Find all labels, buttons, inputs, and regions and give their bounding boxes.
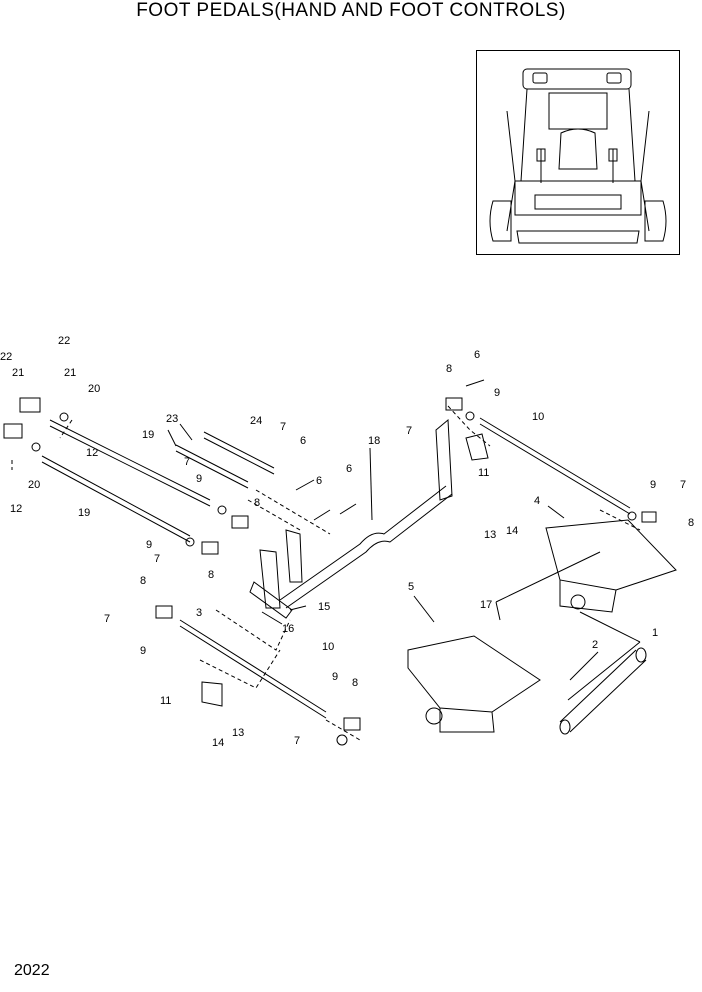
callout-8: 8	[688, 517, 694, 529]
callout-1: 1	[652, 627, 658, 639]
rod-lower-left	[41, 455, 191, 543]
callout-17: 17	[480, 599, 492, 611]
callout-7: 7	[280, 421, 286, 433]
rod-upper-right	[479, 417, 631, 515]
shaft-bracket	[435, 418, 453, 501]
callout-4: 4	[534, 495, 540, 507]
callout-21: 21	[64, 367, 76, 379]
callout-6: 6	[346, 463, 352, 475]
callout-20: 20	[28, 479, 40, 491]
bellcrank	[259, 549, 281, 609]
callout-18: 18	[368, 435, 380, 447]
clevis	[155, 605, 173, 619]
callout-6: 6	[474, 349, 480, 361]
callout-22: 22	[0, 351, 12, 363]
callout-13: 13	[232, 727, 244, 739]
callout-8: 8	[140, 575, 146, 587]
callout-6: 6	[316, 475, 322, 487]
foot-pedal-right	[545, 519, 677, 591]
callout-9: 9	[140, 645, 146, 657]
skid-steer-loader-icon	[489, 68, 667, 244]
pivot-plate	[465, 433, 489, 461]
callout-15: 15	[318, 601, 330, 613]
gas-spring	[203, 431, 275, 475]
callout-9: 9	[146, 539, 152, 551]
callout-7: 7	[154, 553, 160, 565]
clevis	[343, 717, 361, 731]
callout-8: 8	[254, 497, 260, 509]
page-title: FOOT PEDALS(HAND AND FOOT CONTROLS)	[136, 0, 566, 21]
callout-2: 2	[592, 639, 598, 651]
callout-14: 14	[212, 737, 224, 749]
callout-23: 23	[166, 413, 178, 425]
callout-20: 20	[88, 383, 100, 395]
nut	[31, 442, 41, 452]
gas-spring	[175, 444, 249, 489]
callout-19: 19	[78, 507, 90, 519]
clevis	[201, 541, 219, 555]
clevis	[231, 515, 249, 529]
nut	[59, 412, 69, 422]
page-number: 2022	[14, 962, 50, 979]
bolt	[295, 379, 485, 521]
foot-pedals-exploded-diagram: 1 2 3 4 5 6 6 6 6 7 7 7 7 7 7 7 8 8 8 8 …	[0, 320, 702, 770]
callout-14: 14	[506, 525, 518, 537]
callout-7: 7	[406, 425, 412, 437]
callout-24: 24	[250, 415, 262, 427]
callout-11: 11	[160, 695, 171, 707]
callout-13: 13	[484, 529, 496, 541]
pivot-plate	[201, 681, 223, 707]
callout-10: 10	[532, 411, 544, 423]
clevis	[445, 397, 463, 411]
pedal-shaft	[559, 649, 647, 733]
callout-7: 7	[184, 456, 190, 468]
callout-9: 9	[196, 473, 202, 485]
callout-10: 10	[322, 641, 334, 653]
clevis-fitting	[3, 423, 23, 439]
cross-shaft	[279, 485, 453, 609]
callout-9: 9	[650, 479, 656, 491]
callout-5: 5	[408, 581, 414, 593]
callout-6: 6	[300, 435, 306, 447]
lever-arm	[249, 581, 293, 619]
callout-16: 16	[282, 623, 294, 635]
rod-lower-center	[179, 619, 327, 719]
rod-upper-left	[49, 419, 211, 507]
callout-3: 3	[196, 607, 202, 619]
callout-19: 19	[142, 429, 154, 441]
shaft-bracket	[285, 529, 303, 583]
callout-8: 8	[446, 363, 452, 375]
foot-pedal-left	[407, 635, 541, 713]
callout-21: 21	[12, 367, 24, 379]
callout-8: 8	[352, 677, 358, 689]
machine-overview-inset	[476, 50, 680, 255]
callout-9: 9	[332, 671, 338, 683]
callout-7: 7	[104, 613, 110, 625]
callout-12: 12	[86, 447, 98, 459]
callout-12: 12	[10, 503, 22, 515]
callout-11: 11	[478, 467, 489, 479]
callout-8: 8	[208, 569, 214, 581]
callout-7: 7	[294, 735, 300, 747]
clevis-fitting	[19, 397, 41, 413]
callout-9: 9	[494, 387, 500, 399]
callout-22: 22	[58, 335, 70, 347]
callout-7: 7	[680, 479, 686, 491]
